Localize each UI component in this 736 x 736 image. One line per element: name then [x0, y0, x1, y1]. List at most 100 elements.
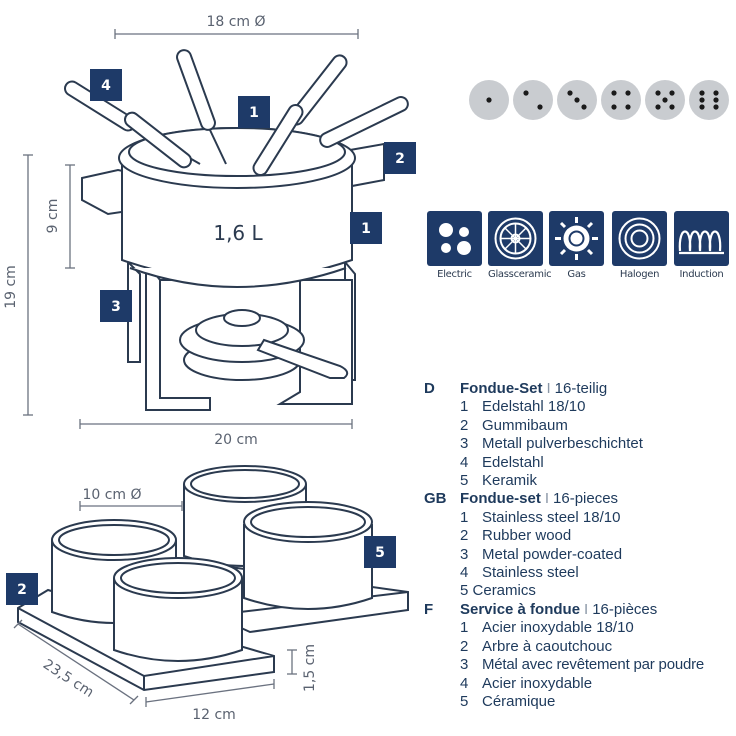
die-pip: [581, 104, 587, 110]
legend-code: GB: [424, 490, 447, 508]
badge-3: 3: [100, 290, 132, 322]
heat-electric: Electric: [427, 211, 482, 280]
heat-label: Electric: [437, 269, 472, 280]
die-pip: [662, 97, 668, 103]
heat-label: Halogen: [619, 269, 660, 280]
badge-2-board: 2: [6, 573, 38, 605]
die-4: [601, 80, 641, 120]
legend-separator: I: [584, 600, 589, 618]
dimension-lines: [23, 29, 359, 429]
badge-4: 4: [90, 69, 122, 101]
dice-row: [469, 80, 729, 120]
electric-icon: [427, 211, 482, 266]
die-pip: [625, 104, 631, 110]
svg-text:4: 4: [101, 78, 111, 94]
die-2: [513, 80, 553, 120]
gas-icon: [549, 211, 604, 266]
heat-gas: Gas: [549, 211, 604, 280]
die-pip: [713, 104, 719, 110]
heat-label: Induction: [679, 269, 724, 280]
heat-halogen: Halogen: [612, 211, 667, 280]
die-pip: [537, 104, 543, 110]
pot-diameter-label: 18 cm Ø: [206, 14, 265, 30]
legend-separator: I: [546, 380, 551, 397]
die-pip: [655, 90, 661, 96]
legend-code: F: [424, 600, 434, 618]
die-pip: [669, 90, 675, 96]
capacity-label: 1,6 L: [213, 221, 263, 245]
pot-height-label: 9 cm: [45, 199, 61, 234]
heat-glassceramic: Glassceramic: [488, 211, 552, 280]
die-pip: [625, 90, 631, 96]
glassceramic-icon: [488, 211, 543, 266]
svg-text:2: 2: [17, 582, 27, 598]
legend-code: D: [424, 380, 435, 397]
fondue-badges: 4 1 2 1 3: [90, 69, 416, 322]
bowl-badges: 2 5: [6, 536, 396, 605]
svg-text:5: 5: [375, 545, 385, 561]
badge-5: 5: [364, 536, 396, 568]
induction-icon: [674, 211, 729, 266]
fondue-burner: [179, 309, 349, 381]
legend-pieces: 16-teilig: [554, 380, 608, 397]
legend-pieces: 16-pieces: [553, 490, 619, 508]
heat-induction: Induction: [674, 211, 729, 280]
total-height-label: 19 cm: [3, 265, 19, 309]
legend-title: Service à fondue: [460, 600, 581, 618]
die-6: [689, 80, 729, 120]
legend-pieces: 16-pièces: [592, 600, 658, 618]
legend-title: Fondue-set: [460, 490, 541, 508]
badge-1-side: 1: [350, 212, 382, 244]
die-pip: [669, 104, 675, 110]
width-label: 20 cm: [214, 432, 258, 448]
fondue-forks: [64, 49, 409, 176]
legend-separator: I: [544, 490, 550, 508]
die-pip: [567, 90, 573, 96]
die-pip: [611, 90, 617, 96]
legend-item: 5 Ceramics: [460, 582, 536, 600]
die-pip: [699, 90, 705, 96]
die-pip: [699, 104, 705, 110]
die-pip: [713, 90, 719, 96]
legend-title: Fondue-Set: [460, 380, 543, 397]
fondue-pot: [81, 127, 385, 288]
die-pip: [486, 97, 492, 103]
board-length-label: 23,5 cm: [40, 656, 96, 700]
bowl-dimension-lines: [13, 501, 297, 707]
svg-text:1: 1: [249, 105, 259, 121]
bowl-set: [17, 465, 409, 692]
svg-text:2: 2: [395, 151, 405, 167]
die-pip: [611, 104, 617, 110]
board-height-label: 1,5 cm: [302, 644, 318, 692]
svg-text:1: 1: [361, 221, 371, 237]
die-pip: [713, 97, 719, 103]
bowl-diameter-label: 10 cm Ø: [82, 487, 141, 503]
die-pip: [655, 104, 661, 110]
board-width-label: 12 cm: [192, 707, 236, 723]
heat-label: Glassceramic: [488, 269, 552, 280]
svg-text:3: 3: [111, 299, 121, 315]
die-pip: [699, 97, 705, 103]
die-pip: [574, 97, 580, 103]
die-pip: [523, 90, 529, 96]
heat-label: Gas: [567, 269, 586, 280]
